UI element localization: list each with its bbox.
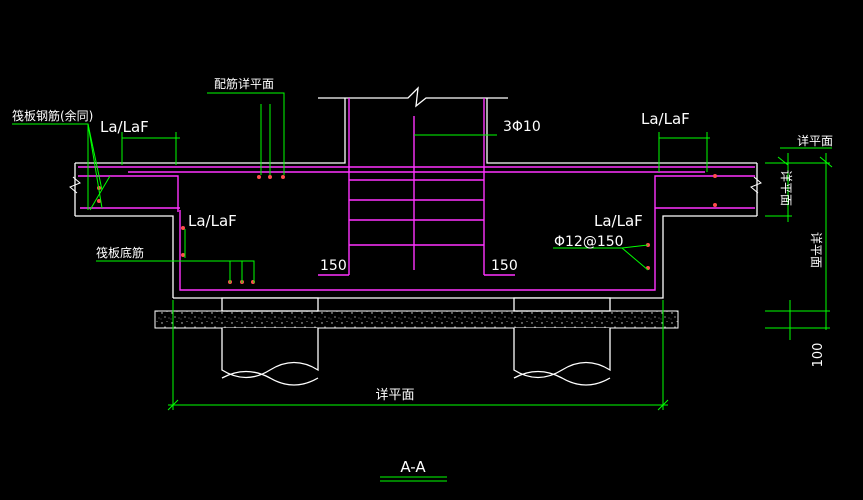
dimension-lines <box>12 92 833 482</box>
section-title: A-A <box>400 458 426 476</box>
pile-left <box>221 297 319 386</box>
break-marks <box>69 176 762 194</box>
cushion-layer <box>154 310 679 329</box>
dim-right-top-label: 详平面 <box>797 133 833 148</box>
offset-left-label: 150 <box>320 258 347 274</box>
raft-top-rebar-label: 筏板钢筋(余同) <box>12 108 93 123</box>
anchor-top-right-label: La/LaF <box>641 110 690 128</box>
dim-cushion-label: 100 <box>811 343 826 368</box>
outline-pit-left <box>75 215 174 298</box>
rebar-dots <box>97 174 717 284</box>
raft-bottom-rebar-label: 筏板底筋 <box>96 245 144 260</box>
outline-pit-bottom <box>173 215 757 299</box>
offset-right-label: 150 <box>491 258 518 274</box>
outline-column-top <box>318 86 508 108</box>
break-mark-right <box>750 176 762 194</box>
dim-right-small-label: 详平面 <box>779 170 794 206</box>
anchor-mid-right-label: La/LaF <box>594 212 643 230</box>
labels: 筏板钢筋(余同) La/LaF 配筋详平面 3Φ10 La/LaF La/LaF… <box>12 76 833 476</box>
detail-plan-rebar-label: 配筋详平面 <box>214 76 274 91</box>
rebar-pit-bottom <box>179 175 755 291</box>
dim-right-tall-label: 详平面 <box>809 232 824 268</box>
anchor-top-left-label: La/LaF <box>100 118 149 136</box>
dim-bottom-label: 详平面 <box>375 388 414 403</box>
rebar-left-upper <box>78 175 179 212</box>
concrete-outline <box>74 86 758 299</box>
stirrup-label: Φ12@150 <box>554 234 624 250</box>
column-rebar-label: 3Φ10 <box>503 119 541 135</box>
outline-left <box>75 98 346 164</box>
rebar <box>78 98 755 291</box>
pile-right <box>513 297 611 386</box>
outline-right-top <box>486 98 757 164</box>
break-mark-left <box>69 176 81 194</box>
piles <box>221 297 611 386</box>
anchor-mid-left-label: La/LaF <box>188 212 237 230</box>
